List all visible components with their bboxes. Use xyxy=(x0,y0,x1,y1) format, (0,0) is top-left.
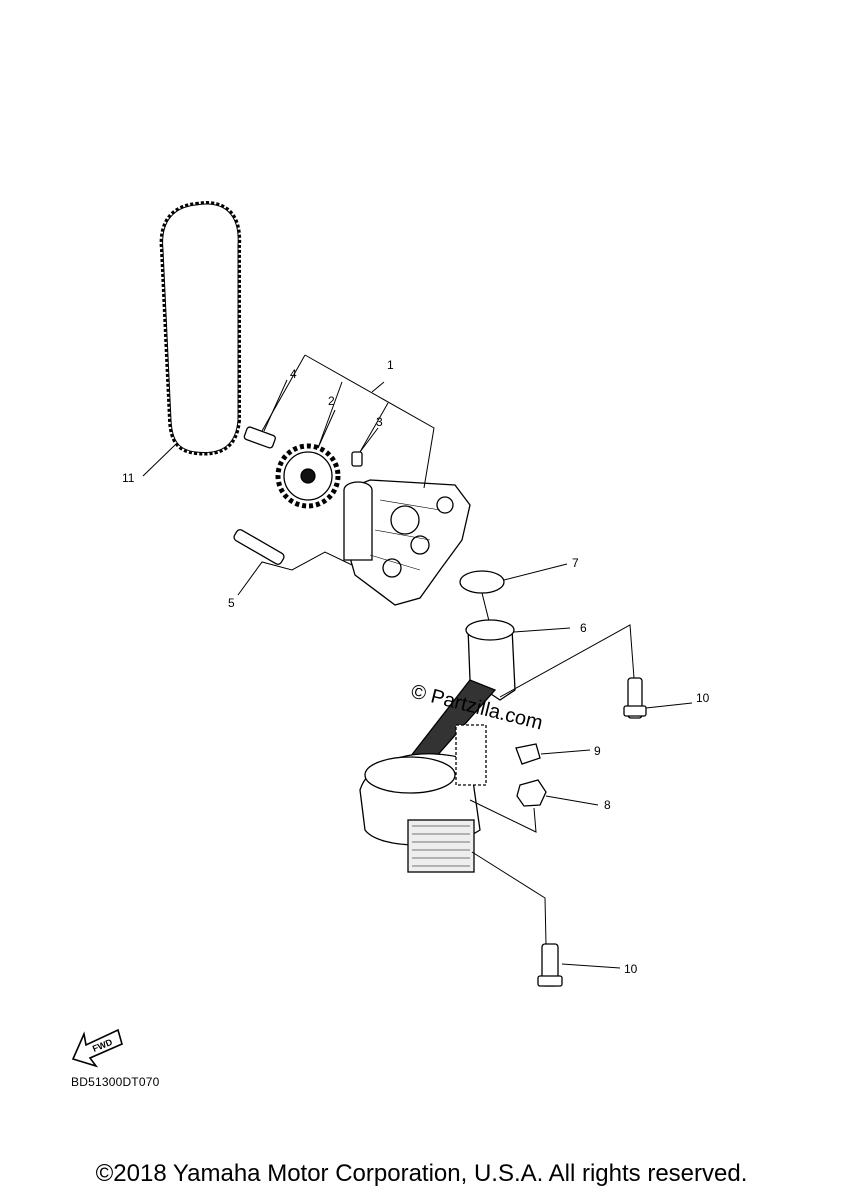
callout-1: 1 xyxy=(387,358,394,372)
bolt-part-10-lower xyxy=(537,943,563,987)
callout-10-lower: 10 xyxy=(624,962,638,976)
oil-pump-assembly xyxy=(343,479,471,606)
callout-8: 8 xyxy=(604,798,611,812)
bolt-part-5 xyxy=(233,529,285,565)
bolt-part-10-upper xyxy=(623,677,647,719)
bolt-part-4 xyxy=(243,426,276,449)
diagram-code: BD51300DT070 xyxy=(71,1075,160,1089)
drive-chain xyxy=(159,201,242,456)
callout-4: 4 xyxy=(290,367,297,381)
callout-2: 2 xyxy=(328,394,335,408)
fastener-part-9 xyxy=(515,743,541,765)
strainer-assembly xyxy=(359,724,487,873)
callout-7: 7 xyxy=(572,556,579,570)
cap-part-7 xyxy=(459,570,505,626)
forward-arrow-icon: FWD xyxy=(71,1028,123,1068)
nut-part-8 xyxy=(516,779,547,807)
callout-9: 9 xyxy=(594,744,601,758)
callout-11: 11 xyxy=(122,471,135,485)
callout-3: 3 xyxy=(376,415,383,429)
leader-lines xyxy=(142,354,693,969)
callout-6: 6 xyxy=(580,621,587,635)
pipe-part-6 xyxy=(398,619,516,776)
callout-5: 5 xyxy=(228,596,235,610)
copyright-notice: ©2018 Yamaha Motor Corporation, U.S.A. A… xyxy=(95,1160,748,1187)
sprocket-part-2 xyxy=(275,443,341,509)
pin-part-3 xyxy=(351,451,363,467)
callout-10-upper: 10 xyxy=(696,691,710,705)
